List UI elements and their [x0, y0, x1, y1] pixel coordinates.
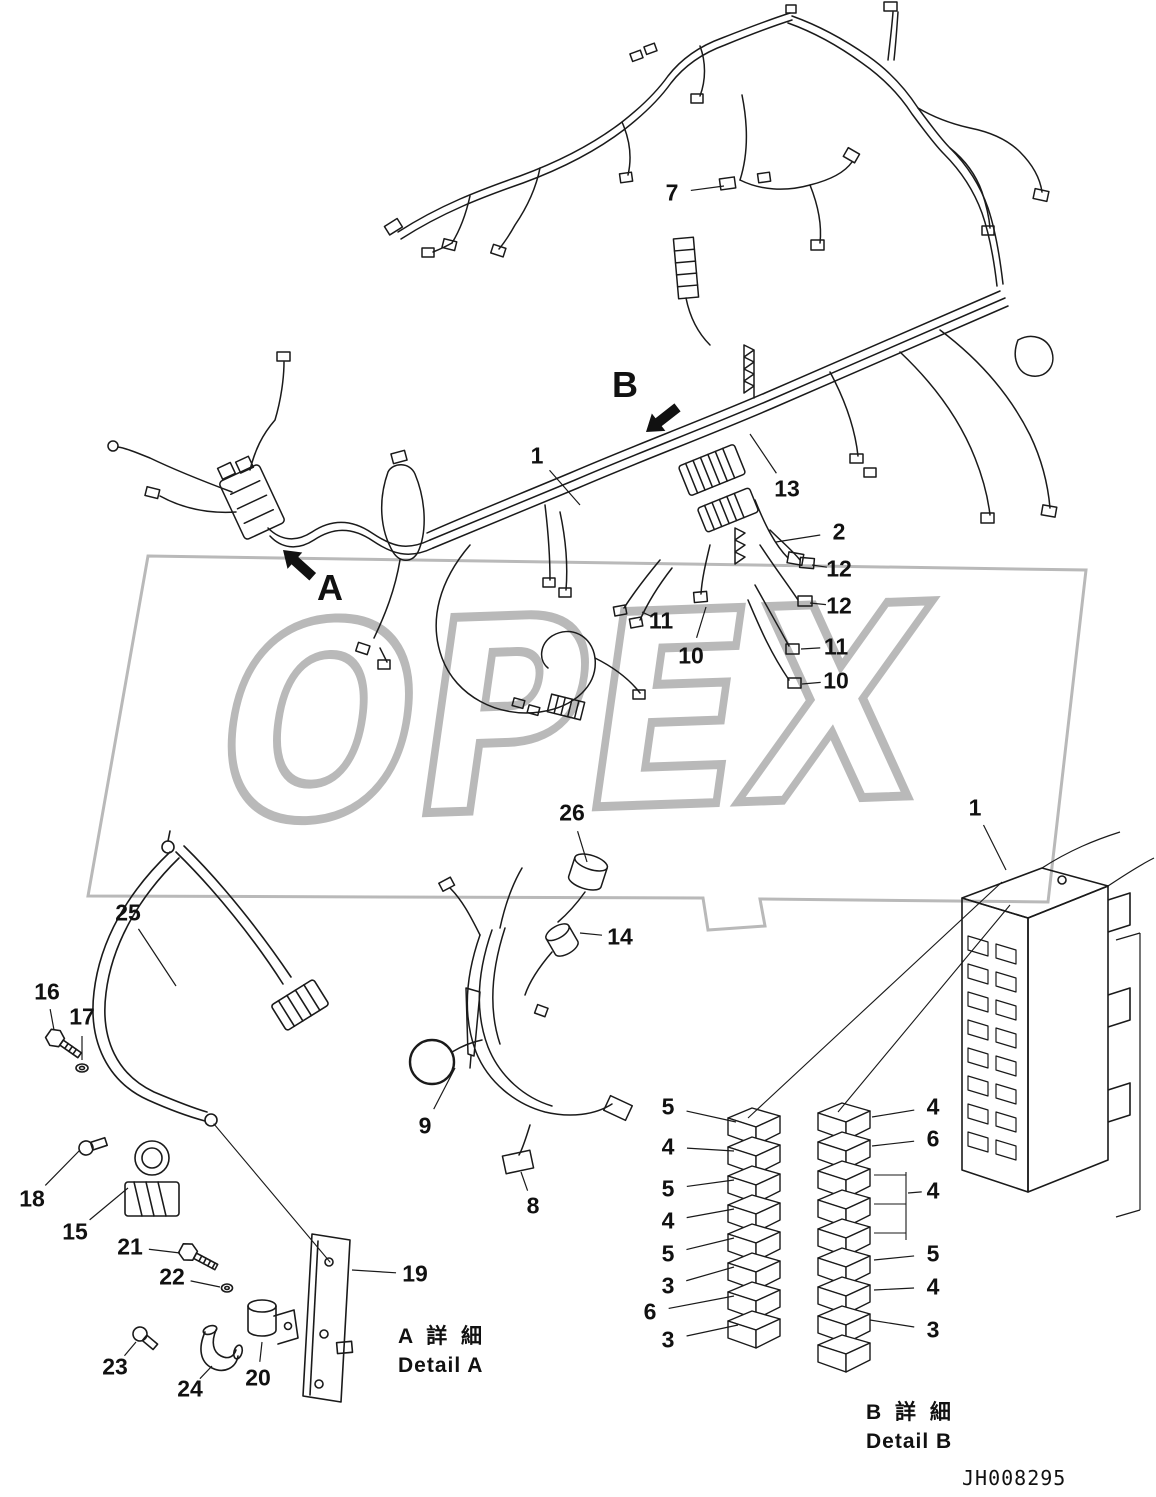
callout-5: 5 — [926, 1240, 940, 1267]
callout-8: 8 — [526, 1192, 540, 1219]
callout-26: 26 — [559, 799, 585, 826]
callout-18: 18 — [19, 1185, 45, 1212]
callout-15: 15 — [62, 1218, 88, 1245]
callout-3: 3 — [926, 1316, 940, 1343]
callout-10: 10 — [678, 642, 704, 669]
detail-a-marker: A — [317, 567, 343, 608]
callout-25: 25 — [115, 899, 141, 926]
callout-6: 6 — [643, 1298, 657, 1325]
callout-10: 10 — [823, 667, 849, 694]
callout-1: 1 — [968, 794, 982, 821]
callout-4: 4 — [926, 1093, 940, 1120]
callout-12: 12 — [826, 555, 852, 582]
detail-a-assembly — [44, 830, 354, 1403]
document-number: JH008295 — [962, 1466, 1067, 1490]
callout-13: 13 — [774, 475, 800, 502]
callout-4: 4 — [926, 1273, 940, 1300]
callout-3: 3 — [661, 1272, 675, 1299]
callout-20: 20 — [245, 1364, 271, 1391]
callout-19: 19 — [402, 1260, 428, 1287]
callout-4: 4 — [926, 1177, 940, 1204]
callout-3: 3 — [661, 1326, 675, 1353]
callout-9: 9 — [418, 1112, 432, 1139]
callout-1: 1 — [530, 442, 544, 469]
detail-b-caption-jp: B 詳 細 — [866, 1401, 955, 1424]
callout-23: 23 — [102, 1353, 128, 1380]
callout-7: 7 — [665, 179, 679, 206]
callout-22: 22 — [159, 1263, 185, 1290]
callout-11: 11 — [823, 633, 849, 660]
callout-4: 4 — [661, 1207, 675, 1234]
opex-watermark: OPEX — [86, 542, 1088, 932]
callout-2: 2 — [832, 518, 846, 545]
detail-b-caption-en: Detail B — [866, 1430, 953, 1454]
callout-6: 6 — [926, 1125, 940, 1152]
callout-14: 14 — [607, 923, 633, 950]
main-wiring-harness — [107, 1, 1058, 1175]
connector-block-1 — [961, 831, 1155, 1218]
callout-16: 16 — [34, 978, 60, 1005]
detail-a-caption-en: Detail A — [398, 1354, 484, 1378]
callout-12: 12 — [826, 592, 852, 619]
callout-5: 5 — [661, 1240, 675, 1267]
detail-b-marker: B — [612, 364, 638, 405]
callout-17: 17 — [69, 1003, 95, 1030]
detail-a-caption: A 詳 細 Detail A — [398, 1322, 486, 1381]
detail-a-caption-jp: A 詳 細 — [398, 1325, 487, 1348]
callout-5: 5 — [661, 1093, 675, 1120]
callout-11: 11 — [648, 607, 674, 634]
detail-b-caption: B 詳 細 Detail B — [866, 1398, 955, 1457]
callout-4: 4 — [661, 1133, 675, 1160]
callout-24: 24 — [177, 1375, 203, 1402]
watermark-text: OPEX — [199, 547, 947, 884]
callout-5: 5 — [661, 1175, 675, 1202]
callout-21: 21 — [117, 1233, 143, 1260]
